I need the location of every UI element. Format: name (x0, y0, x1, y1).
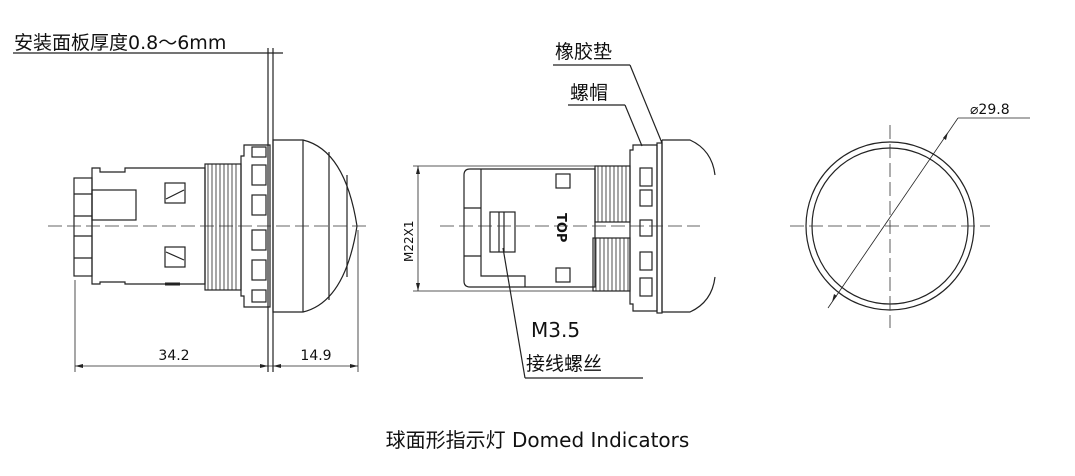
nut (240, 144, 271, 308)
gasket-leader (629, 64, 663, 144)
latch (164, 246, 186, 268)
panel-thickness-label: 安装面板厚度0.8～6mm (14, 32, 226, 54)
nut-leader (624, 104, 643, 147)
thread-size-label: M22X1 (402, 221, 416, 262)
nut (629, 144, 658, 312)
diameter-leader (827, 117, 959, 309)
dim-head-length: 14.9 (300, 348, 331, 364)
side-view: 安装面板厚度0.8～6mm 34.2 1 (13, 32, 370, 372)
top-mark: TOP (553, 213, 568, 242)
latch (164, 182, 186, 204)
dim-body-length: 34.2 (158, 348, 189, 364)
connector (73, 177, 93, 277)
body (463, 168, 596, 288)
section-view: 橡胶垫 螺帽 M22X1 TOP M3.5 接线螺丝 (402, 41, 716, 379)
diameter-label: ⌀29.8 (970, 102, 1010, 118)
front-view: ⌀29.8 (790, 102, 1030, 328)
rubber-gasket (656, 142, 663, 314)
terminal-screw (489, 211, 516, 253)
screw-leader (502, 247, 526, 379)
gasket-label: 橡胶垫 (555, 41, 612, 63)
screw-size-label: M3.5 (531, 318, 580, 342)
thread (594, 165, 631, 223)
nut-label: 螺帽 (570, 82, 608, 104)
dome-lens (662, 139, 716, 176)
drawing-caption: 球面形指示灯 Domed Indicators (385, 428, 690, 452)
screw-label: 接线螺丝 (526, 353, 602, 375)
